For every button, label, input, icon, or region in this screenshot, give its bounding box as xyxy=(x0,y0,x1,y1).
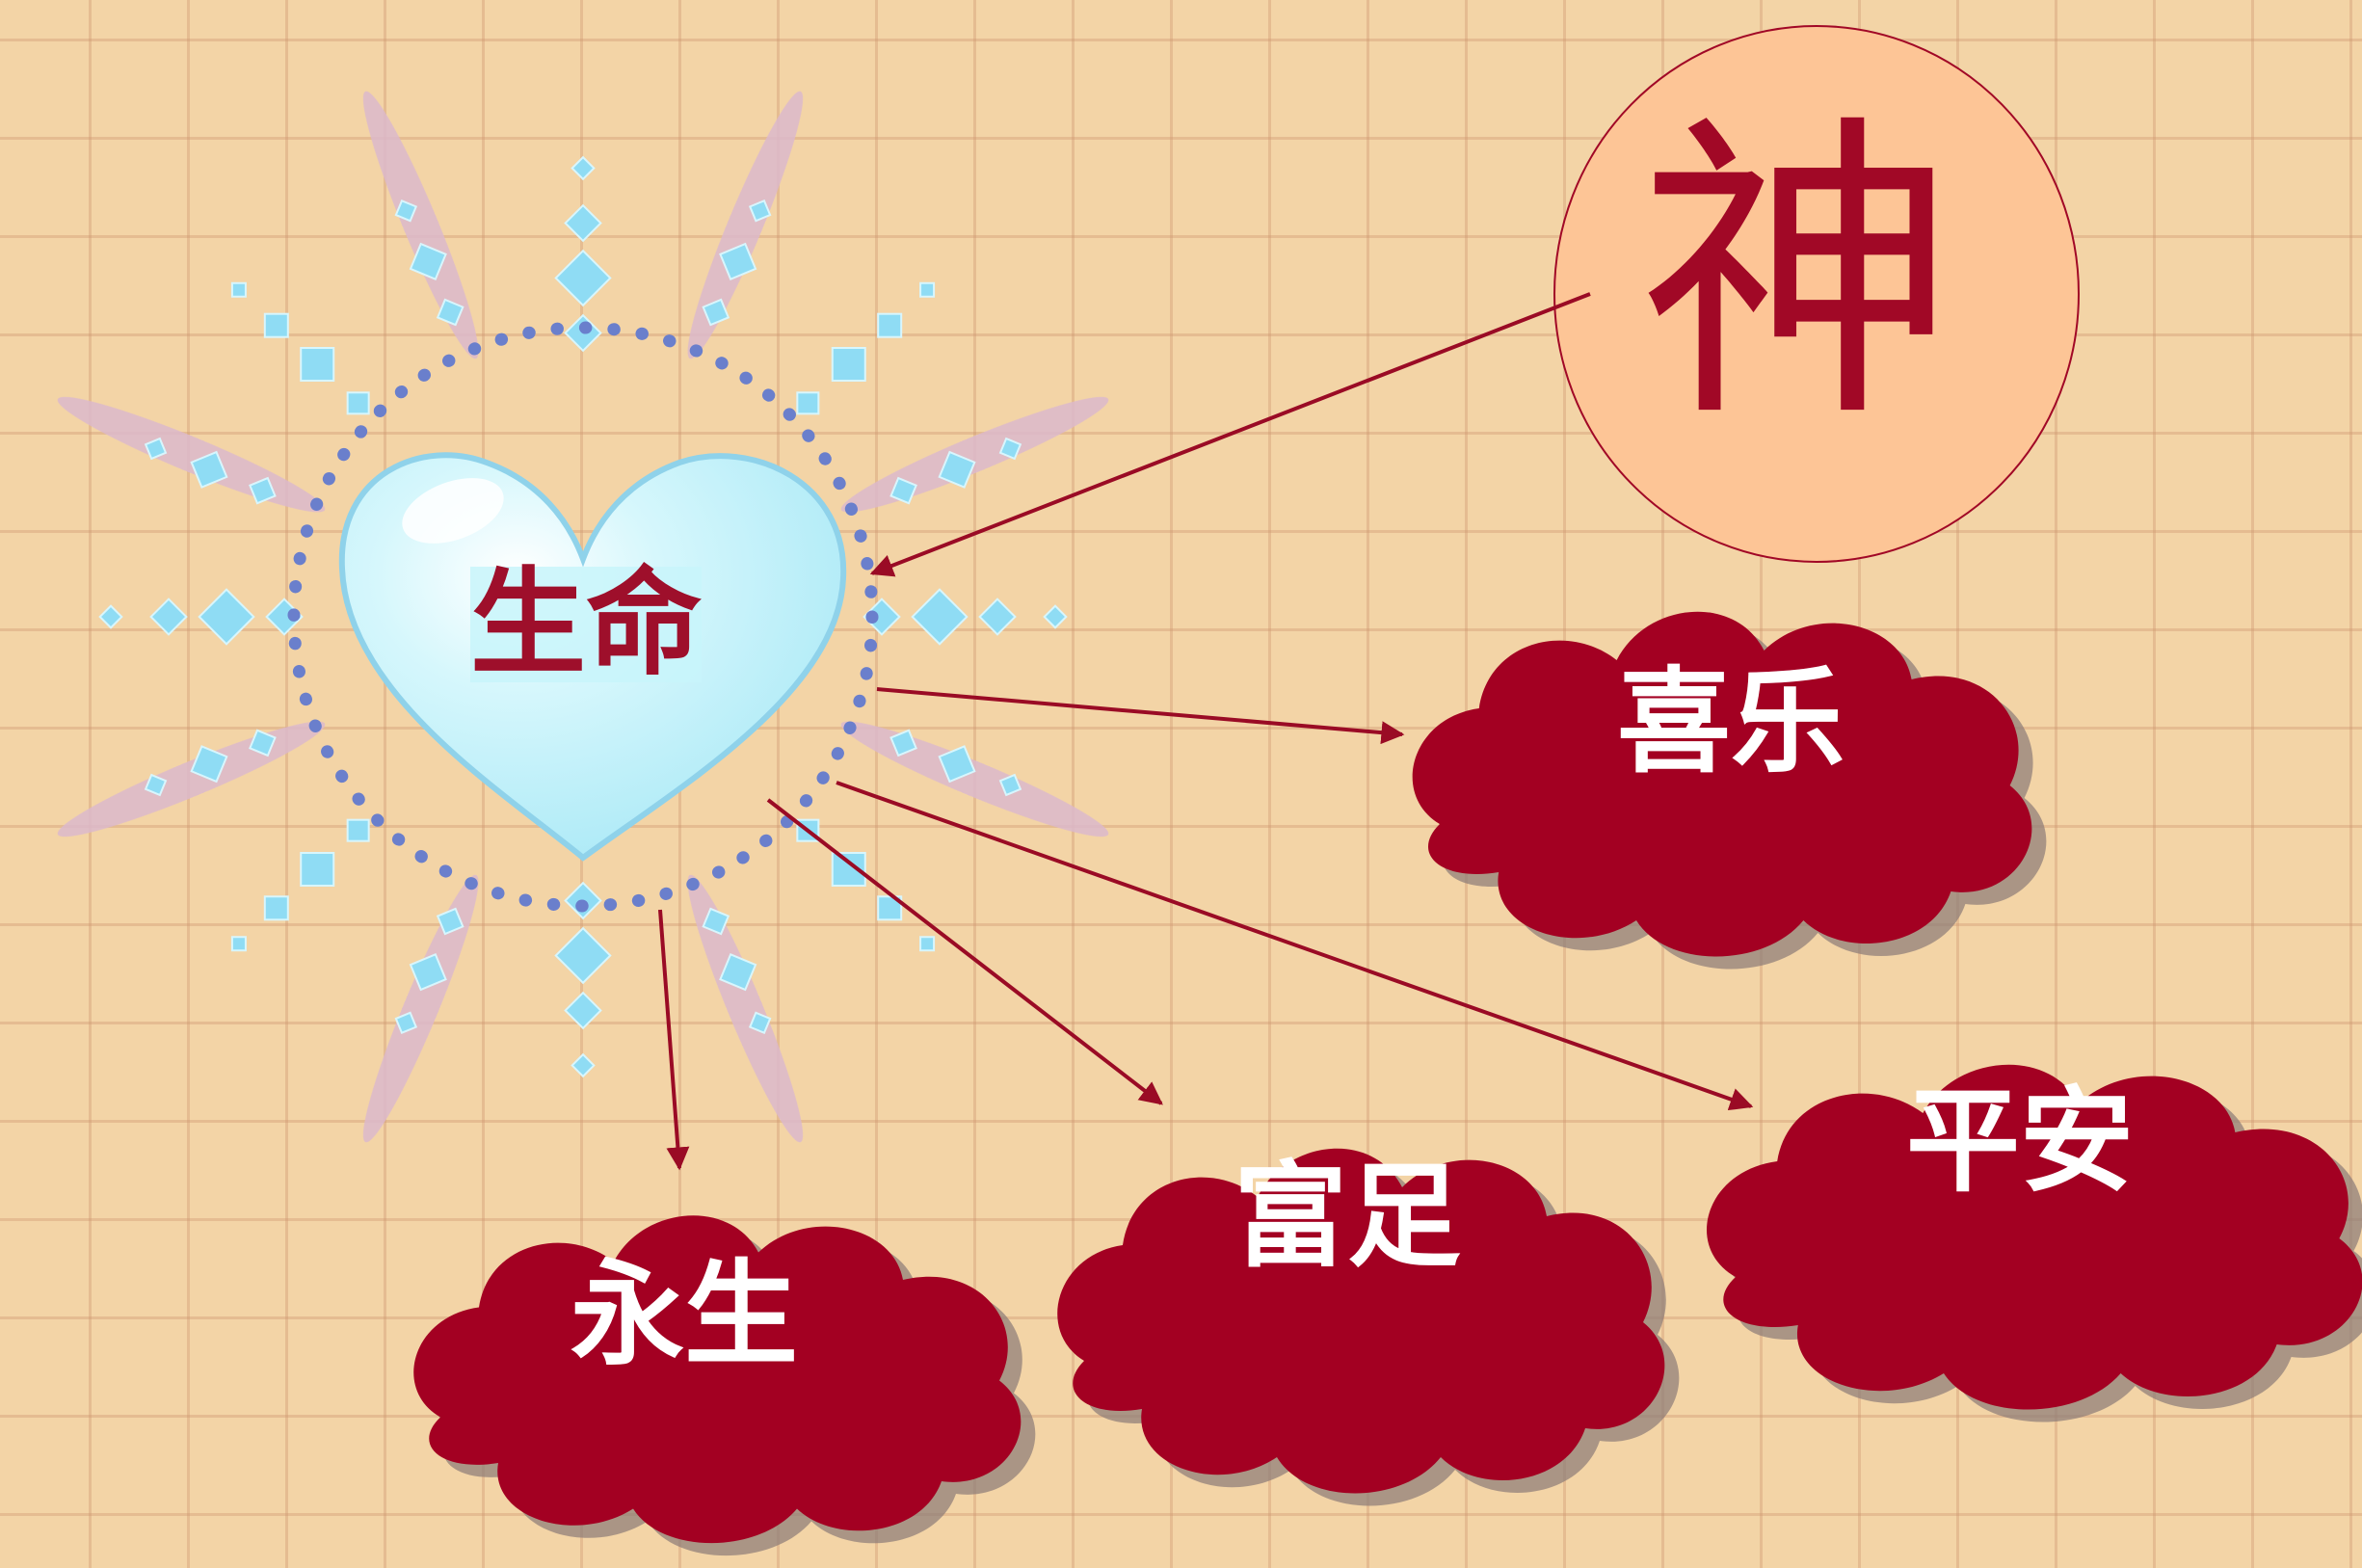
burst-diamond xyxy=(230,281,247,298)
burst-diamond xyxy=(1043,604,1068,629)
burst-diamond xyxy=(265,598,304,636)
arrow-life-to-abundance xyxy=(766,798,1163,1105)
burst-diamond xyxy=(144,437,168,461)
burst-diamond xyxy=(938,450,976,489)
burst-diamond xyxy=(263,312,289,338)
burst-diamond xyxy=(863,598,901,636)
burst-diamond xyxy=(144,773,168,797)
burst-diamond xyxy=(346,818,370,842)
burst-diamond xyxy=(249,729,277,757)
burst-diamond xyxy=(978,598,1017,636)
burst-diamond xyxy=(998,437,1022,461)
burst-diamond xyxy=(877,312,903,338)
burst-diamond xyxy=(702,907,730,936)
burst-diamond xyxy=(249,476,277,505)
burst-diamond xyxy=(394,1011,418,1035)
burst-diamond xyxy=(564,991,602,1030)
god-label: 神 xyxy=(1638,90,1956,460)
burst-ray xyxy=(362,874,479,1143)
burst-diamond xyxy=(300,347,335,383)
burst-diamond xyxy=(877,895,903,921)
burst-ray xyxy=(57,721,326,837)
burst-diamond xyxy=(571,1052,596,1078)
burst-diamond xyxy=(436,298,464,327)
arrow-life-to-joy xyxy=(876,687,1405,745)
burst-ray xyxy=(57,396,326,513)
burst-diamond xyxy=(831,851,866,887)
abundance-label: 富足 xyxy=(1234,1150,1462,1283)
burst-diamond xyxy=(571,155,596,181)
burst-ray xyxy=(840,396,1109,513)
peace-label: 平安 xyxy=(1906,1075,2135,1208)
burst-diamond xyxy=(409,242,447,280)
burst-diamonds xyxy=(98,155,1068,1078)
burst-diamond xyxy=(263,895,289,921)
joy-label: 喜乐 xyxy=(1617,655,1845,788)
burst-diamond xyxy=(998,773,1022,797)
burst-diamond xyxy=(190,745,228,784)
burst-diamond xyxy=(889,476,917,505)
burst-diamond xyxy=(748,1011,772,1035)
burst-diamond xyxy=(230,936,247,952)
arrow-life-to-eternal xyxy=(658,909,690,1171)
burst-diamond xyxy=(911,588,969,646)
burst-diamond xyxy=(919,936,936,952)
burst-ray xyxy=(687,91,804,359)
burst-diamond xyxy=(719,242,757,280)
god-circle xyxy=(1553,25,2080,563)
burst-diamond xyxy=(702,298,730,327)
burst-diamond xyxy=(748,199,772,223)
burst-diamond xyxy=(149,598,188,636)
center-label: 生命 xyxy=(470,557,702,691)
burst-diamond xyxy=(719,953,757,992)
burst-diamond xyxy=(198,588,255,646)
heart-highlight xyxy=(402,478,504,544)
burst-ray xyxy=(687,874,804,1143)
burst-diamond xyxy=(919,281,936,298)
burst-diamond xyxy=(554,249,612,307)
arrow-life-to-peace xyxy=(836,781,1754,1111)
arrow-god-to-life xyxy=(869,292,1591,577)
burst-diamond xyxy=(346,391,370,415)
burst-diamond xyxy=(564,203,602,243)
burst-diamond xyxy=(394,199,418,223)
burst-diamond xyxy=(796,391,820,415)
burst-diamond xyxy=(98,604,123,629)
burst-diamond xyxy=(889,729,917,757)
burst-ray xyxy=(362,91,479,359)
burst-diamond xyxy=(300,851,335,887)
eternal-life-label: 永生 xyxy=(571,1248,799,1381)
burst-diamond xyxy=(436,907,464,936)
burst-diamond xyxy=(938,745,976,784)
burst-diamond xyxy=(409,953,447,992)
burst-diamond xyxy=(554,926,612,985)
burst-diamond xyxy=(831,347,866,383)
burst-ray xyxy=(840,721,1109,837)
dotted-halo xyxy=(287,321,879,913)
burst-diamond xyxy=(190,450,228,489)
